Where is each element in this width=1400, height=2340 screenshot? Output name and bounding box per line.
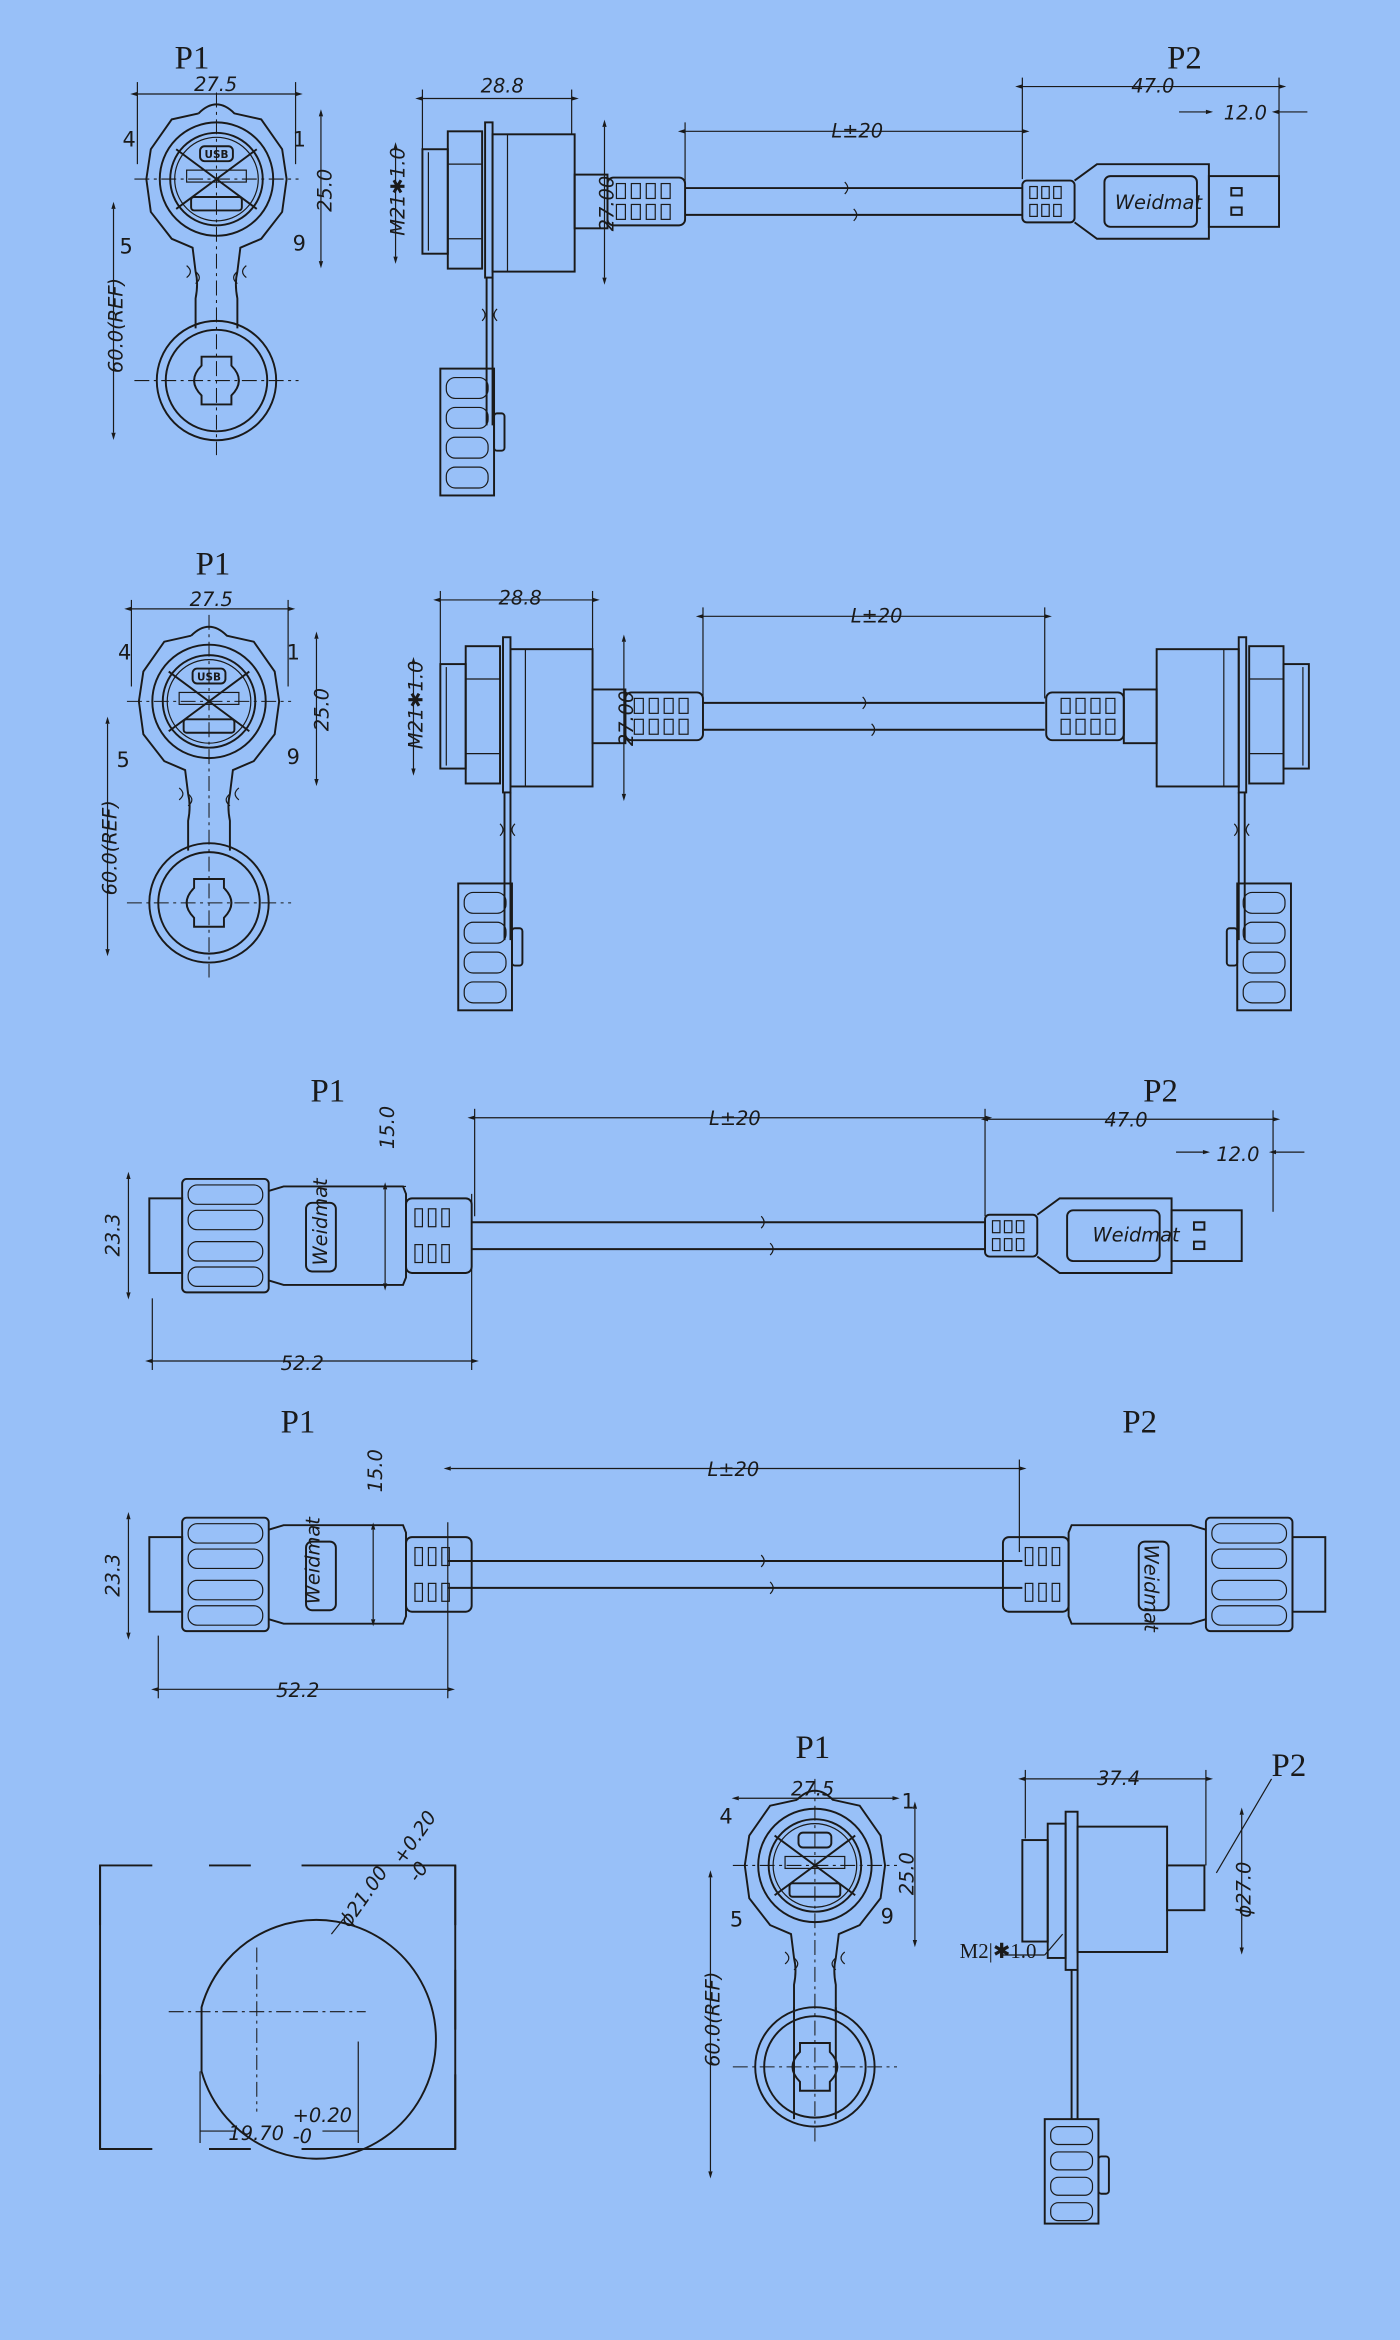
width-dim: 27.5	[190, 588, 233, 611]
depth-dim: 28.8	[499, 586, 542, 609]
usb-label: USB	[197, 672, 221, 684]
p1-label: P1	[310, 1073, 345, 1109]
lanyard-dim: 60.0(REF)	[98, 800, 121, 895]
p1-label: P1	[796, 1730, 831, 1766]
panel-cutout-view: ϕ21.00 +0.20 -0 19.70 +0.20 -0	[99, 1806, 457, 2160]
outer-diameter-dim: 23.3	[101, 1554, 124, 1597]
view-4-plug-to-plug: P1 Weidmat 15.0 23.3 52.2 L±20 Weidmat P…	[101, 1405, 1327, 1702]
panel-socket-side-view	[421, 121, 687, 497]
panel-socket-side-view-right	[1045, 636, 1310, 1012]
pin-5-label: 5	[116, 748, 129, 772]
cable	[702, 701, 1045, 731]
height-dim: 25.0	[313, 169, 336, 212]
thread-dim: M21✱1.0	[387, 147, 410, 236]
cutout-flat-tol-minus: -0	[293, 2125, 312, 2148]
view-5-rear-mount: P1 27.5 4 1 5 9 25.0 60.0(REF) 37.4 P2 ϕ…	[701, 1730, 1307, 2225]
plug-length-dim: 47.0	[1131, 75, 1174, 98]
p2-label: P2	[1143, 1073, 1178, 1109]
pin-9-label: 9	[287, 745, 300, 769]
p1-label: P1	[175, 41, 210, 77]
p1-label: P1	[196, 547, 231, 583]
outer-diameter-dim: 23.3	[101, 1213, 124, 1256]
cutout-diameter-dim: ϕ21.00	[335, 1862, 393, 1931]
circular-plug-side-view-right	[1001, 1516, 1327, 1633]
flange-dim: 27.00	[595, 176, 618, 232]
socket-face-view	[731, 1777, 898, 2143]
usb-label: USB	[205, 149, 229, 161]
brand-text: Weidmat	[1115, 191, 1204, 214]
cable	[447, 1560, 1023, 1589]
plug-length-dim: 52.2	[281, 1352, 324, 1375]
rear-mount-side-view	[1021, 1810, 1206, 2225]
depth-dim: 37.4	[1097, 1767, 1140, 1790]
width-dim: 27.5	[194, 73, 237, 96]
lanyard-dim: 60.0(REF)	[701, 1972, 724, 2067]
brand-text: Weidmat	[309, 1177, 332, 1266]
pin-1-label: 1	[901, 1790, 914, 1814]
length-dim: L±20	[851, 604, 903, 627]
p2-label: P2	[1122, 1405, 1157, 1441]
plug-length-dim: 52.2	[276, 1679, 319, 1702]
pin-1-label: 1	[293, 127, 306, 151]
diameter-dim: 15.0	[376, 1106, 399, 1149]
pin-4-label: 4	[122, 127, 135, 151]
height-dim: 25.0	[310, 688, 333, 731]
p2-label: P2	[1167, 41, 1202, 77]
pin-9-label: 9	[881, 1905, 894, 1929]
flange-dim: 27.00	[615, 691, 638, 747]
length-dim: L±20	[709, 1107, 761, 1130]
brand-text: Weidmat	[301, 1516, 324, 1605]
pin-5-label: 5	[730, 1908, 743, 1932]
view-2-panel-to-panel: P1 USB 27.5 4 1 5 9 25.0 60.0(REF) 28.8 …	[98, 547, 1310, 1012]
cutout-flat-dim: 19.70	[228, 2122, 284, 2145]
cable	[685, 187, 1023, 216]
length-dim: L±20	[831, 119, 883, 142]
view-3-plug-to-usb: P1 Weidmat 15.0 23.3 52.2 L±20 Weidmat P…	[101, 1073, 1305, 1375]
socket-face-view	[125, 613, 293, 979]
pin-4-label: 4	[118, 641, 131, 665]
pin-5-label: 5	[119, 235, 132, 259]
p2-label: P2	[1272, 1748, 1307, 1784]
view-1-panel-to-usb: P1 USB 27.5 4 1 5 9 25.0 60.0(REF) 28.8 …	[104, 41, 1308, 497]
p1-label: P1	[281, 1405, 316, 1441]
length-dim: L±20	[707, 1458, 759, 1481]
cable	[471, 1221, 986, 1251]
thread-dim: M2|✱1.0	[960, 1939, 1037, 1963]
pin-9-label: 9	[293, 232, 306, 256]
diameter-dim: 15.0	[364, 1449, 387, 1492]
brand-text-right: Weidmat	[1140, 1545, 1163, 1634]
usb-tip-dim: 12.0	[1216, 1143, 1259, 1166]
lanyard-dim: 60.0(REF)	[104, 278, 127, 373]
height-dim: 25.0	[895, 1852, 918, 1895]
width-dim: 27.5	[791, 1777, 834, 1800]
socket-face-view	[133, 91, 300, 457]
brand-text-usb: Weidmat	[1092, 1224, 1181, 1247]
pin-4-label: 4	[719, 1805, 732, 1829]
depth-dim: 28.8	[481, 75, 524, 98]
panel-socket-side-view	[439, 636, 704, 1012]
flange-dim: ϕ27.0	[1233, 1862, 1256, 1918]
pin-1-label: 1	[287, 641, 300, 665]
plug-tip-dim: 12.0	[1224, 101, 1267, 124]
usb-length-dim: 47.0	[1104, 1109, 1147, 1132]
cutout-flat-tol-plus: +0.20	[293, 2104, 352, 2127]
thread-dim: M21✱1.0	[404, 661, 427, 749]
